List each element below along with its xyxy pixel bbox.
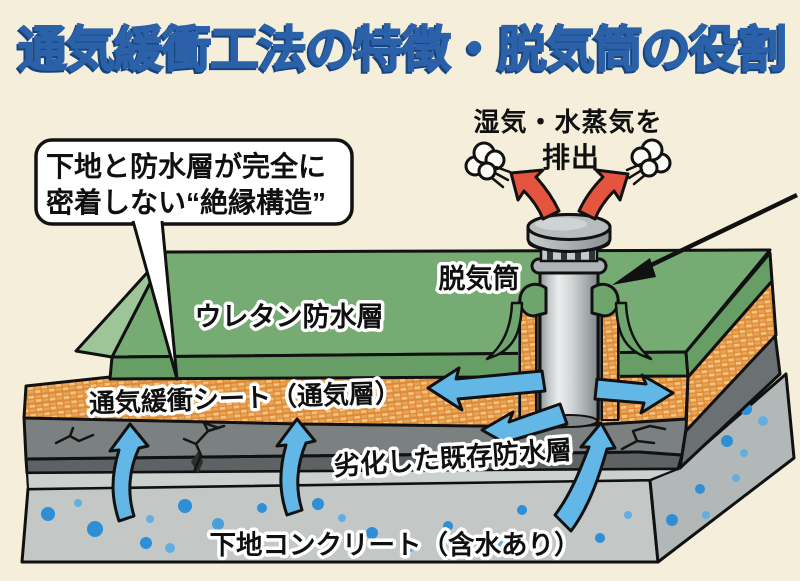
air-flow-arrow-left-lower bbox=[480, 402, 569, 452]
steam-label-line2: 排出 bbox=[542, 142, 600, 173]
air-flow-arrow-up-left bbox=[108, 422, 150, 523]
steam-puff-lines-right bbox=[625, 162, 647, 186]
air-flow-arrow-right bbox=[593, 373, 675, 415]
page-title-text: 通気緩衝工法の特徴・脱気筒の役割 bbox=[18, 23, 786, 77]
mound-wall-left bbox=[485, 301, 524, 361]
pipe-body bbox=[538, 268, 600, 424]
buffer-sheet-strip-left bbox=[519, 309, 537, 421]
exhaust-arrow-left bbox=[509, 168, 561, 221]
mound-shoulder-left bbox=[518, 282, 548, 318]
crack-marks bbox=[54, 421, 667, 474]
air-flow-arrows bbox=[108, 366, 675, 533]
buffer-sheet-strip-right bbox=[601, 309, 619, 421]
page-title-shadow: 通気緩衝工法の特徴・脱気筒の役割 bbox=[16, 25, 784, 79]
mound-shoulder-right bbox=[590, 282, 620, 318]
label-concrete-base: 下地コンクリート（含水あり） bbox=[210, 530, 581, 560]
callout-bubble-box bbox=[34, 138, 354, 226]
concrete-top-sliver bbox=[25, 467, 679, 491]
mound-wall-right bbox=[614, 301, 653, 361]
pipe-cap-sheen bbox=[535, 217, 587, 231]
vent-cylinder bbox=[485, 213, 653, 428]
urethane-right-face bbox=[684, 251, 774, 379]
exhaust-arrows bbox=[509, 168, 630, 221]
label-vent-cylinder: 脱気筒 bbox=[439, 263, 520, 294]
pointer-arrowhead bbox=[612, 258, 656, 285]
moisture-dots bbox=[41, 403, 768, 553]
steam-label-line1: 湿気・水蒸気を bbox=[473, 107, 662, 137]
air-flow-arrow-up-mid bbox=[275, 417, 317, 517]
steam-cloud-right-icon bbox=[630, 138, 672, 178]
pointer-arrow bbox=[612, 192, 798, 285]
steam-cloud-left-icon bbox=[464, 141, 506, 181]
pipe-vent-slats bbox=[547, 246, 595, 260]
callout-bubble: 下地と防水層が完全に 密着しない“絶縁構造” bbox=[34, 138, 354, 381]
steam-exhaust: 湿気・水蒸気を 排出 bbox=[464, 107, 672, 221]
air-flow-arrow-left-upper bbox=[426, 366, 547, 412]
callout-line2: 密着しない“絶縁構造” bbox=[46, 186, 326, 218]
label-urethane-layer: ウレタン防水層 bbox=[195, 302, 384, 332]
exhaust-arrow-right bbox=[577, 168, 630, 221]
page-title: 通気緩衝工法の特徴・脱気筒の役割 通気緩衝工法の特徴・脱気筒の役割 bbox=[15, 22, 788, 80]
steam-puff-lines-left bbox=[490, 165, 512, 189]
callout-line1: 下地と防水層が完全に bbox=[46, 150, 326, 182]
urethane-left-cut-face bbox=[74, 250, 168, 359]
pointer-line bbox=[644, 192, 798, 271]
air-flow-arrow-up-pipe bbox=[553, 421, 617, 533]
pipe-base-mound bbox=[485, 282, 653, 361]
callout-bubble-tail bbox=[131, 220, 179, 381]
